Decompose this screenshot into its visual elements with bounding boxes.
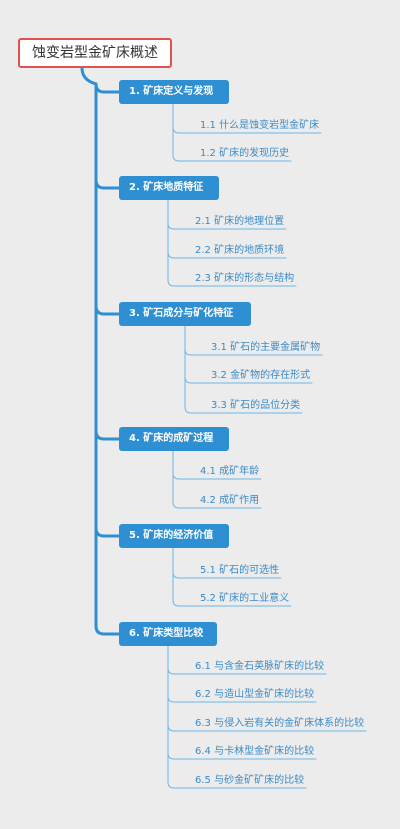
leaf-topic-5-1[interactable]: 5.1 矿石的可选性	[200, 565, 280, 576]
leaf-topic-3-1[interactable]: 3.1 矿石的主要金属矿物	[211, 342, 321, 353]
branch-connector	[94, 304, 121, 316]
root-topic[interactable]: 蚀变岩型金矿床概述	[18, 38, 172, 68]
leaf-topic-6-1[interactable]: 6.1 与含金石英脉矿床的比较	[195, 661, 325, 672]
leaf-connector	[172, 450, 262, 509]
leaf-topic-2-2[interactable]: 2.2 矿床的地质环境	[195, 245, 285, 256]
branch-connector	[94, 82, 121, 94]
branch-topic-4[interactable]: 4. 矿床的成矿过程	[119, 427, 229, 451]
leaf-topic-4-2[interactable]: 4.2 成矿作用	[200, 495, 260, 506]
leaf-topic-6-5[interactable]: 6.5 与砂金矿矿床的比较	[195, 775, 305, 786]
branch-topic-3[interactable]: 3. 矿石成分与矿化特征	[119, 302, 251, 326]
branch-topic-1[interactable]: 1. 矿床定义与发现	[119, 80, 229, 104]
leaf-topic-1-2[interactable]: 1.2 矿床的发现历史	[200, 148, 290, 159]
leaf-connector	[167, 645, 307, 789]
leaf-topic-3-2[interactable]: 3.2 金矿物的存在形式	[211, 370, 311, 381]
leaf-topic-6-4[interactable]: 6.4 与卡林型金矿床的比较	[195, 746, 315, 757]
leaf-topic-4-1[interactable]: 4.1 成矿年龄	[200, 466, 260, 477]
leaf-topic-1-1[interactable]: 1.1 什么是蚀变岩型金矿床	[200, 120, 320, 131]
leaf-topic-6-3[interactable]: 6.3 与侵入岩有关的金矿床体系的比较	[195, 718, 365, 729]
leaf-connector	[184, 325, 303, 414]
leaf-topic-3-3[interactable]: 3.3 矿石的品位分类	[211, 400, 301, 411]
branch-topic-2[interactable]: 2. 矿床地质特征	[119, 176, 219, 200]
leaf-connector	[172, 103, 292, 162]
branch-connector	[94, 429, 121, 441]
branch-topic-6[interactable]: 6. 矿床类型比较	[119, 622, 217, 646]
leaf-topic-5-2[interactable]: 5.2 矿床的工业意义	[200, 593, 290, 604]
leaf-connector	[172, 547, 292, 607]
leaf-topic-6-2[interactable]: 6.2 与造山型金矿床的比较	[195, 689, 315, 700]
branch-connector	[94, 178, 121, 190]
leaf-connector	[167, 199, 297, 287]
leaf-topic-2-3[interactable]: 2.3 矿床的形态与结构	[195, 273, 295, 284]
leaf-topic-2-1[interactable]: 2.1 矿床的地理位置	[195, 216, 285, 227]
branch-connector	[94, 526, 121, 538]
branch-connector	[94, 624, 121, 636]
root-connector	[80, 66, 98, 86]
branch-topic-5[interactable]: 5. 矿床的经济价值	[119, 524, 229, 548]
